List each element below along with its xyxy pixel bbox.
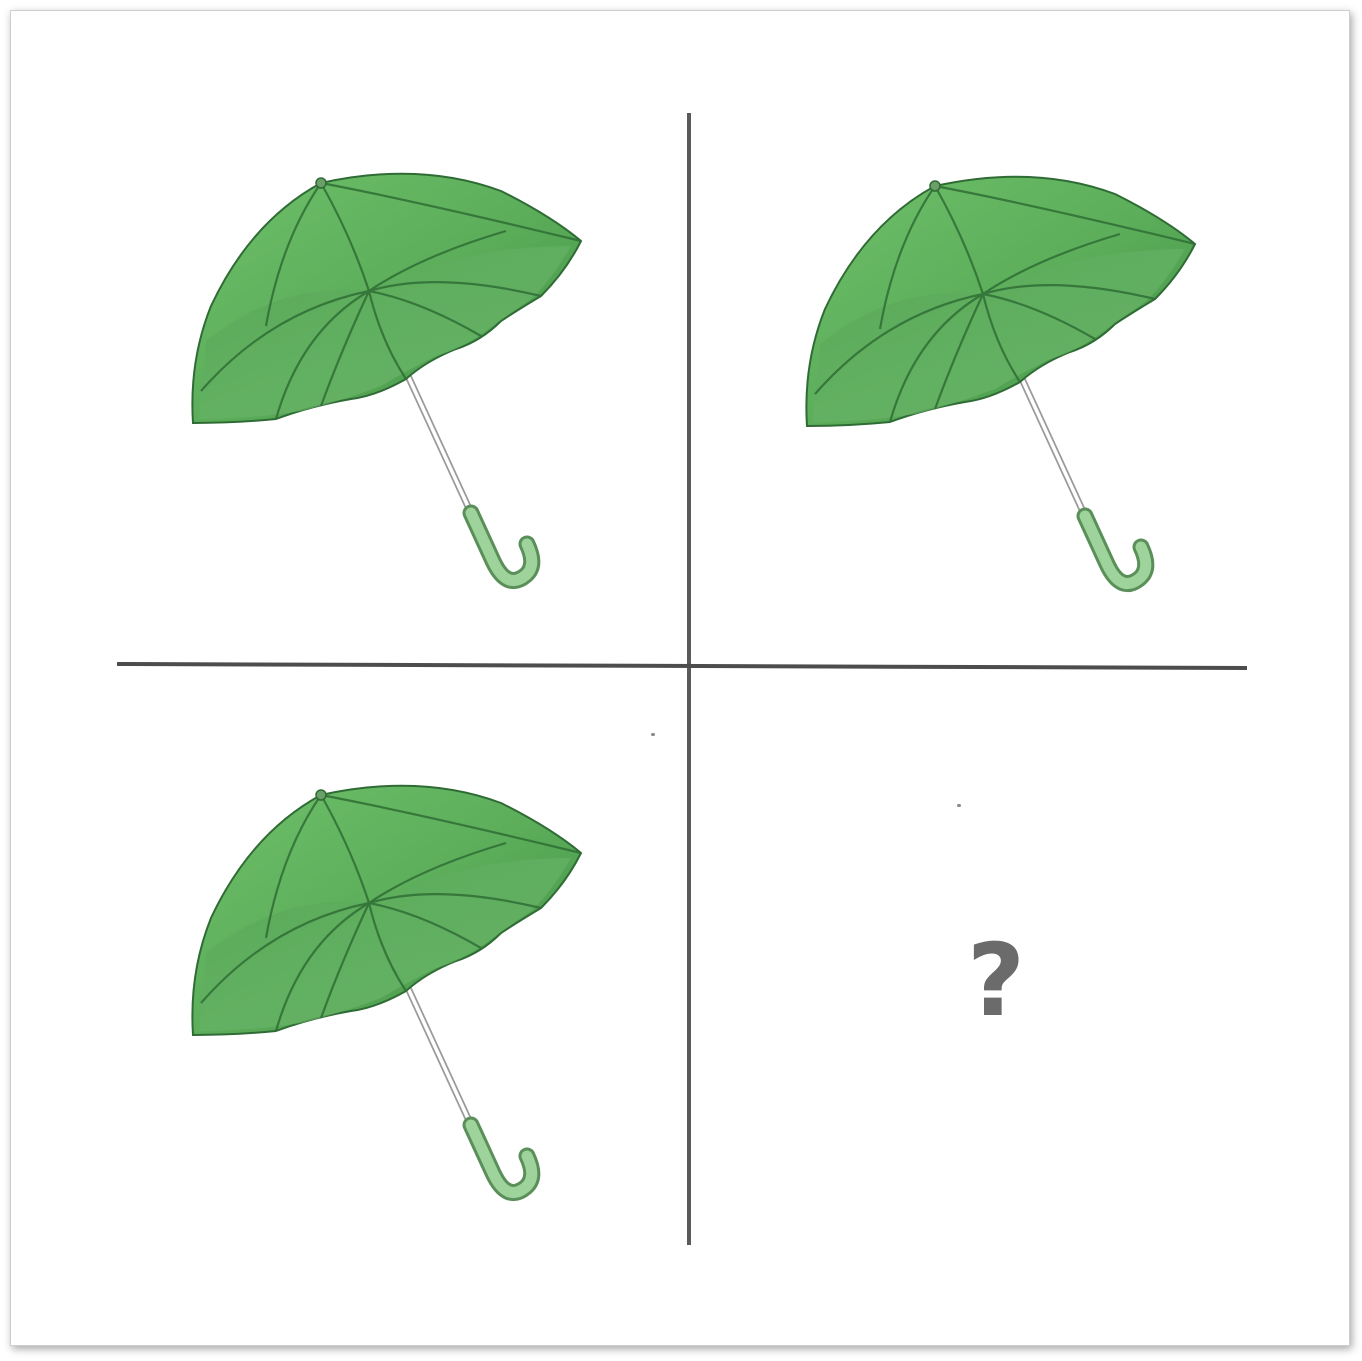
umbrella-icon bbox=[805, 175, 1197, 592]
umbrella-top-right bbox=[785, 164, 1205, 594]
umbrella-top-left bbox=[171, 161, 591, 591]
horizontal-divider bbox=[116, 662, 1248, 670]
scan-speck bbox=[651, 733, 655, 736]
umbrella-bottom-left bbox=[171, 773, 591, 1203]
scan-speck bbox=[957, 804, 961, 807]
question-mark: ? bbox=[966, 922, 1025, 1039]
umbrella-icon bbox=[191, 784, 583, 1201]
vertical-divider bbox=[687, 113, 691, 1245]
puzzle-frame: ? bbox=[10, 10, 1350, 1346]
umbrella-icon bbox=[191, 172, 583, 589]
